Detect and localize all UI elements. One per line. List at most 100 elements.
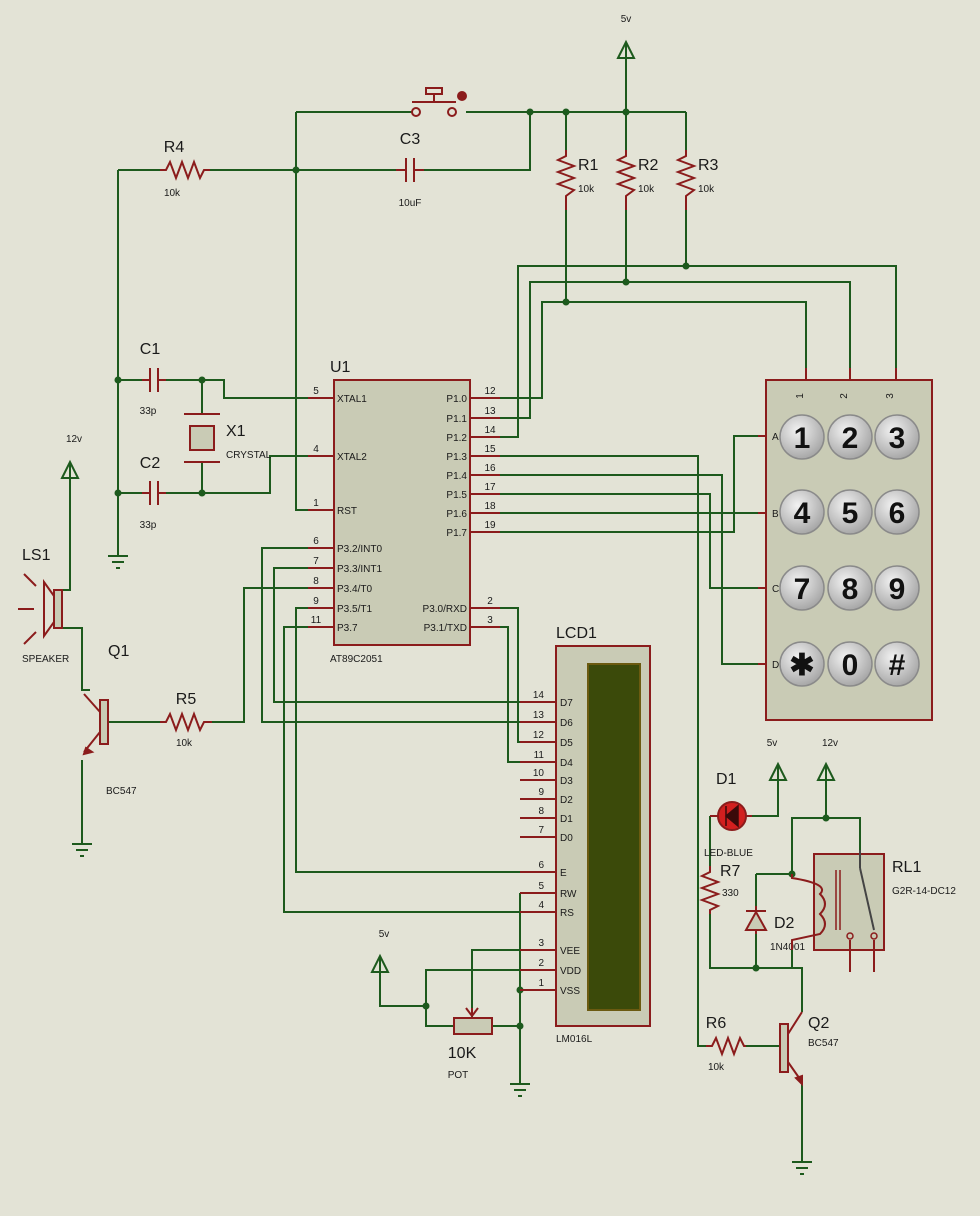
- resistor-r6: [706, 1035, 746, 1057]
- r4-value: 10k: [164, 188, 181, 199]
- potentiometer: 10K POT: [448, 1007, 493, 1081]
- ground-symbol-q2: [792, 1158, 812, 1175]
- lcd-pin-number: 9: [538, 787, 544, 798]
- capacitor-c2: [142, 481, 166, 505]
- keypad-key: [874, 489, 920, 535]
- power-5v-pot-label: 5v: [379, 929, 390, 940]
- keypad-key: [874, 641, 920, 687]
- u1-pin-name: P3.3/INT1: [337, 564, 382, 575]
- r1-value: 10k: [578, 184, 595, 195]
- lcd-pin-name: D6: [560, 718, 573, 729]
- led-d1: [710, 801, 752, 831]
- r3-value: 10k: [698, 184, 715, 195]
- ground-symbol-crystal: [108, 548, 128, 569]
- r7-ref: R7: [720, 863, 741, 880]
- resistor-r1: [555, 150, 577, 210]
- u1-right-pins: 12P1.013P1.114P1.215P1.316P1.417P1.518P1…: [423, 386, 500, 634]
- pot-value: 10K: [448, 1045, 477, 1062]
- lcd-pin-number: 11: [534, 750, 545, 761]
- keypad-key: [827, 414, 873, 460]
- u1-pin-number: 2: [487, 596, 493, 607]
- r6-value: 10k: [708, 1062, 725, 1073]
- c3-ref: C3: [400, 131, 421, 148]
- resistor-r2: [615, 150, 637, 210]
- reset-push-button: [411, 87, 467, 117]
- lcd-pin-number: 8: [538, 806, 544, 817]
- junction-dots: [114, 108, 830, 1030]
- resistor-r3: [675, 150, 697, 210]
- lcd-pin-number: 14: [533, 690, 545, 701]
- u1-pin-number: 11: [311, 615, 322, 626]
- u1-pin-name: RST: [337, 506, 357, 517]
- lcd-screen: [587, 663, 641, 1011]
- keypad-column-label: 1: [795, 393, 806, 399]
- power-12v-speaker: 12v: [60, 434, 82, 479]
- power-12v-relay-label: 12v: [822, 738, 838, 749]
- u1-pin-name: P3.2/INT0: [337, 544, 382, 555]
- resistor-r4: [160, 159, 210, 181]
- u1-pin-number: 4: [313, 444, 319, 455]
- u1-pin-number: 6: [313, 536, 319, 547]
- lcd-pin-name: RW: [560, 889, 577, 900]
- ls1-value: SPEAKER: [22, 654, 69, 665]
- q1-ref: Q1: [108, 643, 129, 660]
- u1-part: AT89C2051: [330, 654, 383, 665]
- keypad-column-label: 2: [839, 393, 850, 399]
- keypad-key-label: 8: [842, 573, 859, 606]
- c2-ref: C2: [140, 455, 161, 472]
- diode-d2: [744, 906, 768, 934]
- lcd-pin-name: VDD: [560, 966, 581, 977]
- d1-ref: D1: [716, 771, 737, 788]
- r3-ref: R3: [698, 157, 719, 174]
- lcd-pin-name: D0: [560, 833, 573, 844]
- lcd-pin-number: 13: [533, 710, 545, 721]
- ls1-ref: LS1: [22, 547, 51, 564]
- ground-symbol-q1: [72, 835, 92, 857]
- wires: [62, 58, 897, 1158]
- keypad-key: [874, 565, 920, 611]
- keypad-key-label: 5: [842, 497, 859, 530]
- u1-pin-number: 5: [313, 386, 319, 397]
- power-12v-relay: 12v: [816, 738, 838, 781]
- q2-value: BC547: [808, 1038, 839, 1049]
- lcd1-part: LM016L: [556, 1034, 593, 1045]
- u1-pin-name: P3.5/T1: [337, 604, 372, 615]
- keypad-key-label: 9: [889, 573, 906, 606]
- lcd-pin-number: 3: [538, 938, 544, 949]
- keypad-key: [874, 414, 920, 460]
- u1-pin-name: XTAL2: [337, 452, 367, 463]
- keypad-row-label: C: [772, 584, 779, 595]
- r4-ref: R4: [164, 139, 185, 156]
- u1-pin-number: 15: [484, 444, 496, 455]
- r2-ref: R2: [638, 157, 659, 174]
- pot-type: POT: [448, 1070, 469, 1081]
- u1-pin-name: P1.1: [446, 414, 467, 425]
- resistor-r5: [160, 711, 212, 733]
- power-5v-led-label: 5v: [767, 738, 778, 749]
- u1-pin-name: P1.3: [446, 452, 467, 463]
- lcd-module: LCD1 LM016L: [555, 625, 651, 1045]
- keypad-key-label: 7: [794, 573, 811, 606]
- lcd-pin-name: E: [560, 868, 567, 879]
- rl1-ref: RL1: [892, 859, 921, 876]
- u1-pin-number: 16: [484, 463, 496, 474]
- u1-pin-number: 19: [484, 520, 496, 531]
- r5-ref: R5: [176, 691, 197, 708]
- relay-rl1: [791, 850, 885, 972]
- d1-value: LED-BLUE: [704, 848, 753, 859]
- c1-ref: C1: [140, 341, 161, 358]
- keypad-key-label: 1: [794, 422, 811, 455]
- power-12v-speaker-label: 12v: [66, 434, 82, 445]
- keypad-key: [827, 565, 873, 611]
- u1-pin-name: XTAL1: [337, 394, 367, 405]
- u1-pin-number: 8: [313, 576, 319, 587]
- lcd-pin-name: D4: [560, 758, 573, 769]
- lcd-pin-number: 4: [538, 900, 544, 911]
- keypad-row-label: B: [772, 509, 779, 520]
- c3-value: 10uF: [399, 198, 422, 209]
- u1-pin-number: 7: [313, 556, 319, 567]
- lcd-pin-name: D2: [560, 795, 573, 806]
